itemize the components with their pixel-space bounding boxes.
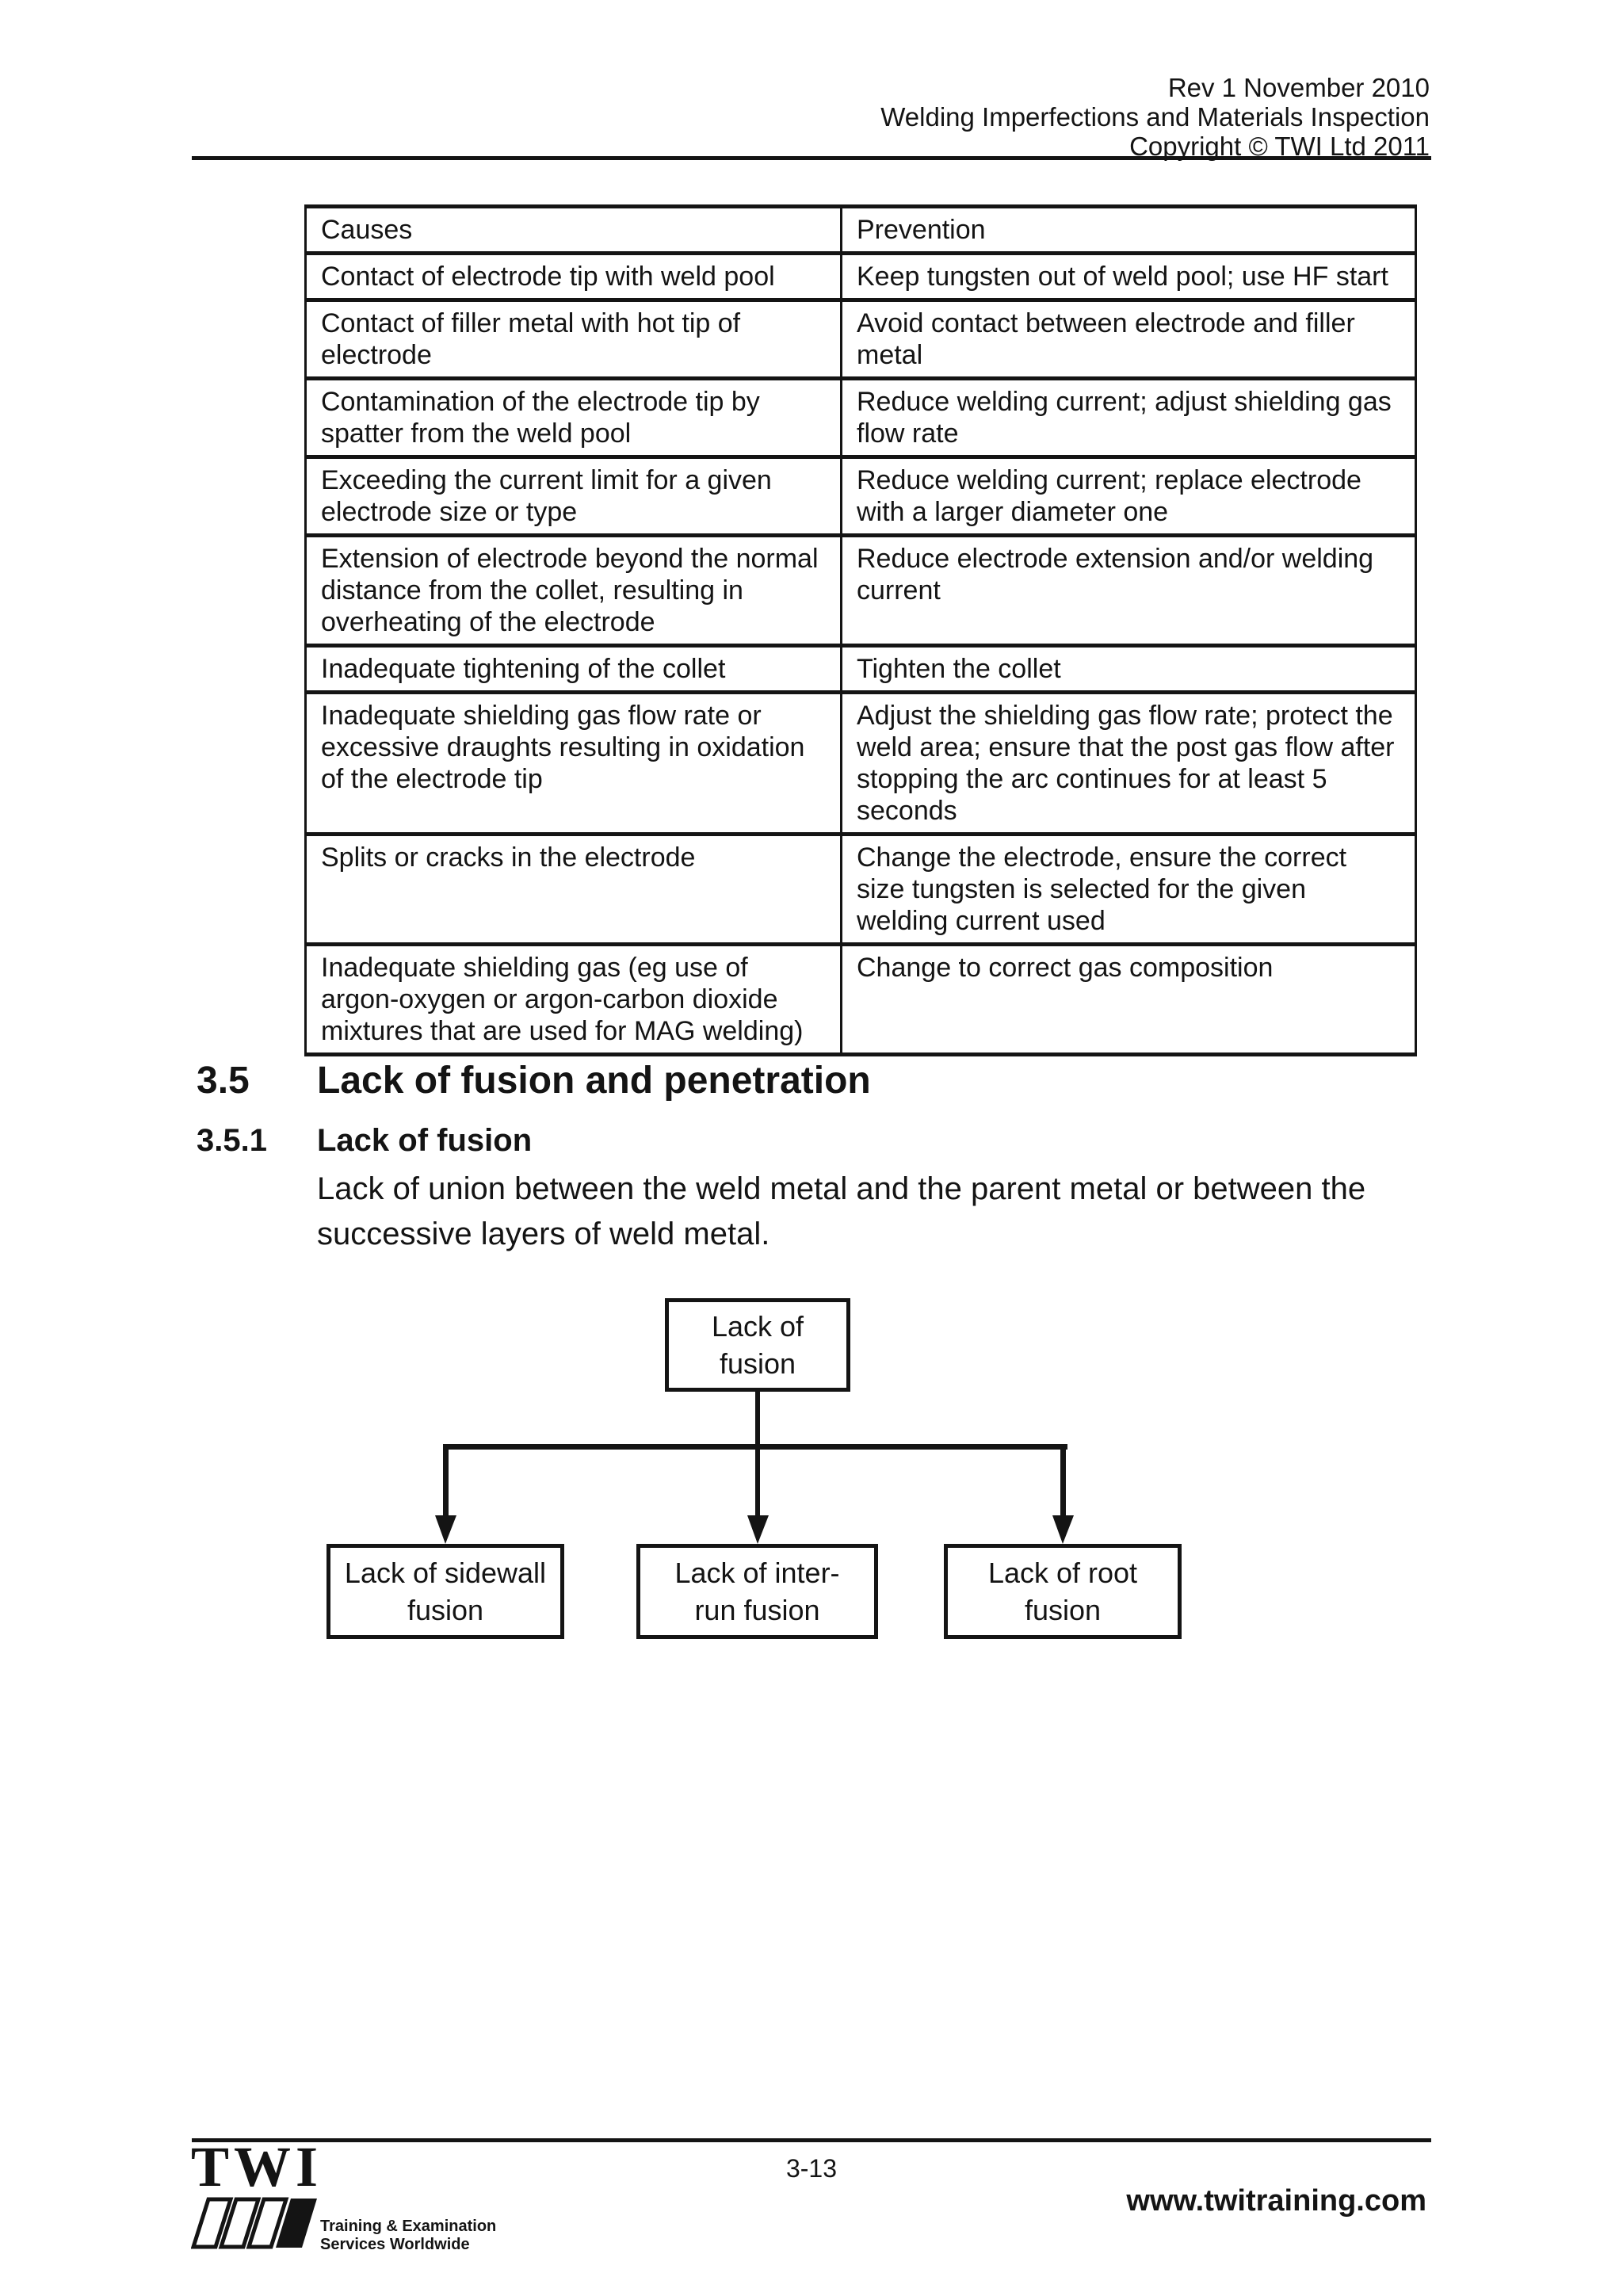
table-row: Contamination of the electrode tip by sp…	[304, 376, 1417, 459]
table-row: Inadequate shielding gas (eg use of argo…	[304, 942, 1417, 1056]
header-divider	[192, 156, 1431, 160]
cause-cell: Contact of filler metal with hot tip of …	[304, 298, 842, 380]
prevention-cell: Adjust the shielding gas flow rate; prot…	[840, 690, 1417, 836]
section-number: 3.5	[197, 1060, 250, 1102]
table-row: Contact of filler metal with hot tip of …	[304, 298, 1417, 380]
cause-cell: Contact of electrode tip with weld pool	[304, 251, 842, 302]
page-number: 3-13	[785, 2154, 838, 2183]
prevention-cell: Avoid contact between electrode and fill…	[840, 298, 1417, 380]
column-header-prevention: Prevention	[840, 204, 1417, 255]
cause-cell: Exceeding the current limit for a given …	[304, 455, 842, 537]
section-title: Lack of fusion and penetration	[317, 1060, 871, 1102]
table-row: Splits or cracks in the electrode Change…	[304, 832, 1417, 946]
twi-logo-stripes-icon	[191, 2197, 317, 2249]
table-row: Extension of electrode beyond the normal…	[304, 533, 1417, 648]
flowchart-root-box: Lack of fusion	[665, 1298, 850, 1392]
flowchart-child-box-root-fusion: Lack of root fusion	[944, 1544, 1182, 1639]
footer-divider	[192, 2138, 1431, 2142]
subsection-number: 3.5.1	[197, 1123, 267, 1158]
cause-cell: Splits or cracks in the electrode	[304, 832, 842, 946]
prevention-cell: Reduce welding current; adjust shielding…	[840, 376, 1417, 459]
prevention-cell: Change the electrode, ensure the correct…	[840, 832, 1417, 946]
prevention-cell: Tighten the collet	[840, 644, 1417, 694]
table-row: Contact of electrode tip with weld pool …	[304, 251, 1417, 302]
subsection-title: Lack of fusion	[317, 1123, 533, 1158]
page-header: Rev 1 November 2010 Welding Imperfection…	[880, 73, 1430, 161]
table-row: Exceeding the current limit for a given …	[304, 455, 1417, 537]
flowchart-child-box-sidewall: Lack of sidewall fusion	[327, 1544, 564, 1639]
table-header-row: Causes Prevention	[304, 204, 1417, 255]
prevention-cell: Reduce welding current; replace electrod…	[840, 455, 1417, 537]
header-doc-title: Welding Imperfections and Materials Insp…	[880, 102, 1430, 132]
prevention-cell: Keep tungsten out of weld pool; use HF s…	[840, 251, 1417, 302]
twi-logo-text: TWI	[191, 2135, 323, 2199]
flowchart-child-box-interrun: Lack of inter- run fusion	[636, 1544, 878, 1639]
cause-cell: Inadequate tightening of the collet	[304, 644, 842, 694]
header-copyright: Copyright © TWI Ltd 2011	[1129, 132, 1430, 161]
twi-logo-tagline: Training & Examination Services Worldwid…	[320, 2218, 497, 2253]
cause-cell: Extension of electrode beyond the normal…	[304, 533, 842, 648]
twi-logo: TWI Training & Examination Services Worl…	[191, 2135, 524, 2267]
website-url: www.twitraining.com	[1126, 2184, 1426, 2218]
cause-cell: Inadequate shielding gas flow rate or ex…	[304, 690, 842, 836]
cause-cell: Contamination of the electrode tip by sp…	[304, 376, 842, 459]
column-header-causes: Causes	[304, 204, 842, 255]
flowchart-connectors	[435, 1392, 1074, 1544]
prevention-cell: Reduce electrode extension and/or weldin…	[840, 533, 1417, 648]
causes-prevention-table: Causes Prevention Contact of electrode t…	[304, 204, 1417, 1056]
header-revision: Rev 1 November 2010	[1167, 73, 1430, 102]
body-paragraph: Lack of union between the weld metal and…	[317, 1171, 1366, 1251]
prevention-cell: Change to correct gas composition	[840, 942, 1417, 1056]
table-row: Inadequate shielding gas flow rate or ex…	[304, 690, 1417, 836]
table-row: Inadequate tightening of the collet Tigh…	[304, 644, 1417, 694]
cause-cell: Inadequate shielding gas (eg use of argo…	[304, 942, 842, 1056]
